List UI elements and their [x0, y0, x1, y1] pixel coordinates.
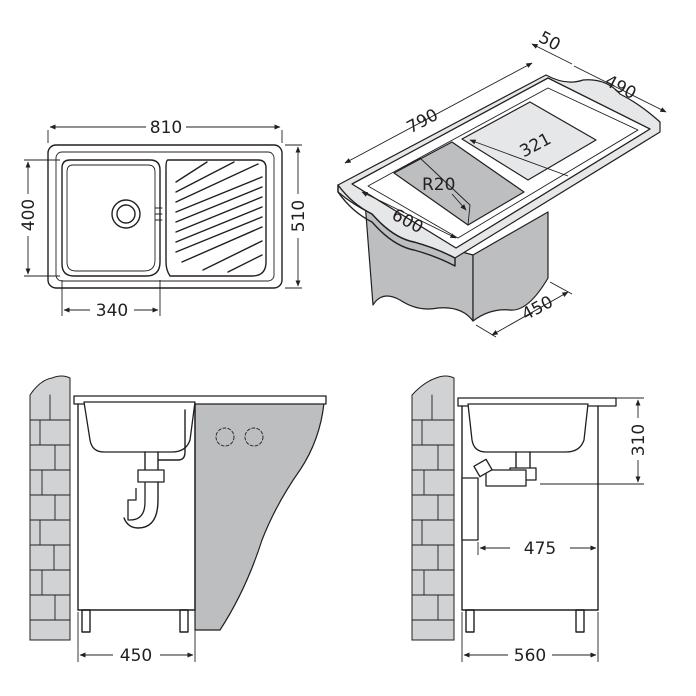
drainboard-grooves [175, 161, 263, 273]
top-bowl-width-label: 340 [96, 301, 128, 321]
front-countertop [73, 395, 327, 405]
side-drain-pipe [485, 469, 527, 487]
drainboard-outline [165, 159, 267, 277]
siphon [127, 482, 146, 521]
side-view: 310 475 560 [411, 375, 649, 666]
front-view: 450 [29, 375, 327, 666]
side-wall-bricks [411, 375, 455, 641]
side-bowl [467, 403, 589, 453]
sink-rim [55, 151, 275, 282]
iso-radius-label: R20 [422, 175, 455, 195]
drain-inner [116, 204, 136, 224]
bowl-outline [61, 159, 161, 277]
overflow-hole [215, 427, 235, 447]
sink-outline [47, 144, 283, 289]
tap-hole [244, 427, 264, 447]
iso-edge-label: 50 [535, 28, 563, 56]
front-cabinet-width-label: 450 [120, 646, 152, 666]
side-cabinet-depth-label: 560 [514, 646, 546, 666]
top-bowl-depth-label: 400 [19, 199, 39, 231]
side-drain-label: 475 [524, 539, 556, 559]
top-width-label: 810 [150, 118, 182, 138]
front-counter-cutaway [194, 402, 325, 631]
front-bowl [83, 401, 196, 453]
drain-outer [111, 199, 141, 229]
iso-view: 790 50 490 321 R20 600 450 [337, 28, 667, 338]
side-height-label: 310 [629, 424, 649, 456]
side-siphon [461, 477, 479, 541]
trap-nut [137, 469, 165, 483]
bowl-inner [66, 164, 156, 272]
overflow-pipe [157, 409, 186, 461]
top-depth-label: 510 [289, 200, 309, 232]
top-view: 810 510 400 340 [19, 118, 309, 321]
